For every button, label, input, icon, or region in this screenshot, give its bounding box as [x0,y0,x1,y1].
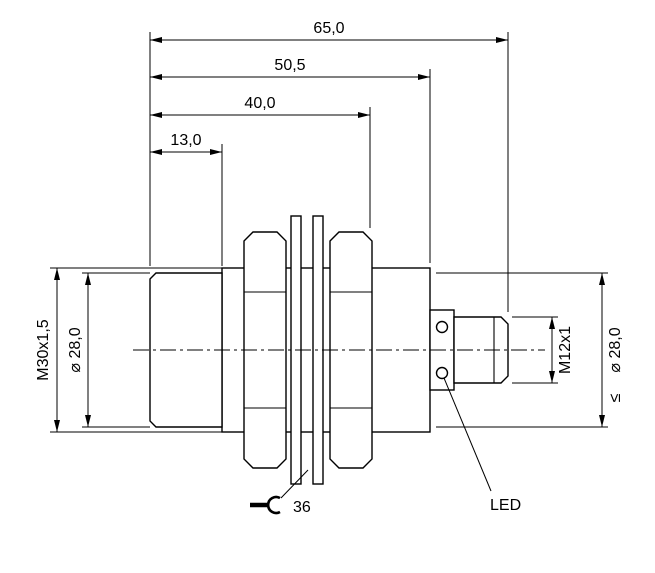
dimension-lines [54,37,605,432]
dimension-label-thread-m30: M30x1,5 [35,319,52,380]
hex-nut-front [243,231,287,469]
wrench-leader-line [280,469,309,499]
led-indicator-top [435,320,449,334]
led-label: LED [490,497,521,514]
led-leader-line [443,377,492,492]
wrench-size-label: 36 [293,499,311,516]
dimension-label-total-length: 65,0 [313,20,344,37]
wrench-jaw [266,495,281,515]
dimension-label-body-length: 50,5 [274,57,305,74]
dimension-label-connector-m12: M12x1 [557,326,574,374]
dimension-qualifier-max: ≤ [607,393,624,402]
dimension-label-head-diameter: ⌀ 28,0 [67,327,84,372]
dimension-label-mounting-length: 40,0 [244,95,275,112]
led-indicator-bottom [435,366,449,380]
dimension-label-housing-diameter: ⌀ 28,0 [607,327,624,372]
extension-lines [50,32,608,433]
wrench-icon [250,495,281,515]
sensor-head [149,272,223,428]
dimension-label-head-length: 13,0 [170,132,201,149]
